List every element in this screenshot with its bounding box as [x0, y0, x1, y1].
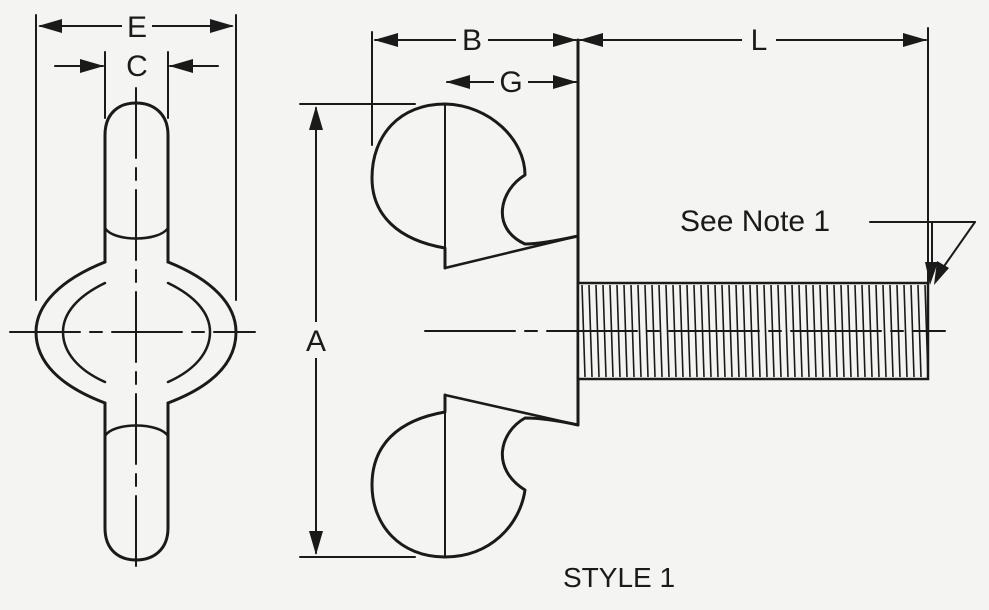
- side-view: [370, 38, 946, 559]
- note-arrow-right: [934, 261, 949, 285]
- dimension-l-arrow-right: [903, 33, 927, 47]
- note-arrow-left: [925, 262, 938, 285]
- dimension-a-label: A: [306, 325, 326, 358]
- front-view: [9, 87, 256, 576]
- dimension-a-arrow-bottom: [309, 531, 323, 555]
- dimension-l-arrow-left: [579, 33, 603, 47]
- dimension-e-arrow-right: [210, 19, 234, 33]
- thread-line: [637, 284, 642, 378]
- dimension-e-arrow-left: [38, 19, 62, 33]
- dimension-c-arrow-right: [169, 59, 193, 73]
- dimension-l-label: L: [751, 24, 768, 57]
- dimension-g: G: [446, 64, 577, 99]
- dimension-a-arrow-top: [309, 106, 323, 130]
- note-label: See Note 1: [680, 205, 830, 238]
- side-view-lower-taper: [443, 393, 580, 427]
- dimension-e-label: E: [127, 11, 147, 44]
- dimension-e: E: [35, 10, 237, 301]
- dimension-g-arrow-right: [553, 75, 577, 89]
- dimension-l: L: [579, 22, 929, 286]
- dimension-c-label: C: [126, 50, 148, 83]
- thread-line: [665, 284, 670, 378]
- dimension-b-arrow-left: [374, 33, 398, 47]
- dimension-g-label: G: [499, 66, 522, 99]
- note-callout: See Note 1: [680, 205, 976, 285]
- side-view-head-outline: [370, 38, 580, 559]
- side-view-upper-taper: [443, 234, 580, 270]
- thread-line: [882, 284, 887, 378]
- dimension-c-arrow-left: [80, 59, 104, 73]
- thread-line: [903, 284, 908, 378]
- dimension-b-arrow-right: [553, 33, 577, 47]
- style-caption: STYLE 1: [563, 562, 675, 593]
- dimension-b-label: B: [462, 24, 482, 57]
- thread-line: [658, 284, 663, 378]
- dimension-b: B: [371, 22, 577, 146]
- thread-line: [784, 284, 789, 378]
- thread-line: [763, 284, 768, 378]
- dimension-g-arrow-left: [446, 75, 470, 89]
- dimension-c: C: [54, 50, 219, 119]
- dimension-a: A: [299, 103, 416, 558]
